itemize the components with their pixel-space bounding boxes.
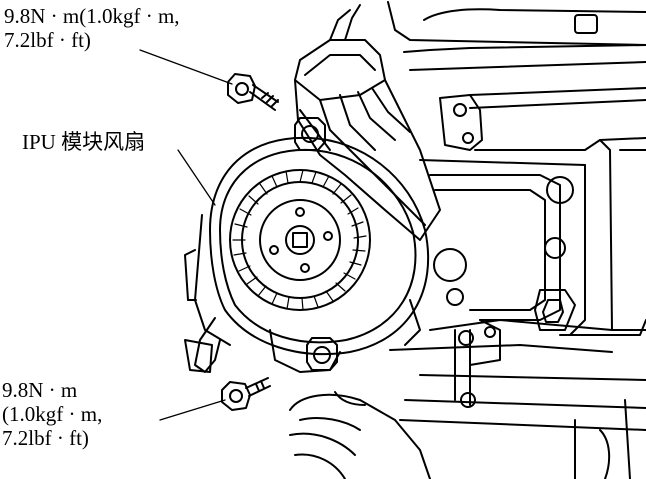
torque-bottom-line2: (1.0kgf · m, <box>2 402 103 426</box>
mounting-bracket <box>387 1 646 479</box>
torque-bottom-line1: 9.8N · m <box>2 378 78 402</box>
torque-label-bottom: 9.8N · m (1.0kgf · m, 7.2lbf · ft) <box>2 378 102 450</box>
loose-bolt-bottom <box>221 377 271 411</box>
leader-lines <box>139 49 233 421</box>
leader-fan-name <box>177 149 216 206</box>
torque-top-line1: 9.8N · m(1.0kgf · m, <box>4 4 180 28</box>
leader-torque-bottom <box>159 399 226 421</box>
torque-label-top: 9.8N · m(1.0kgf · m, 7.2lbf · ft) <box>4 4 180 52</box>
ipu-fan-housing <box>184 136 430 373</box>
torque-bottom-line3: 7.2lbf · ft) <box>2 426 89 450</box>
loose-bolt-top <box>227 73 279 111</box>
top-bracket-tab <box>439 94 483 151</box>
torque-top-line2: 7.2lbf · ft) <box>4 28 91 52</box>
blower-wheel <box>229 169 371 311</box>
fan-name-label: IPU 模块风扇 <box>22 130 146 154</box>
hand <box>289 391 431 479</box>
leader-torque-top <box>139 49 233 85</box>
housing-bolts <box>294 117 338 371</box>
